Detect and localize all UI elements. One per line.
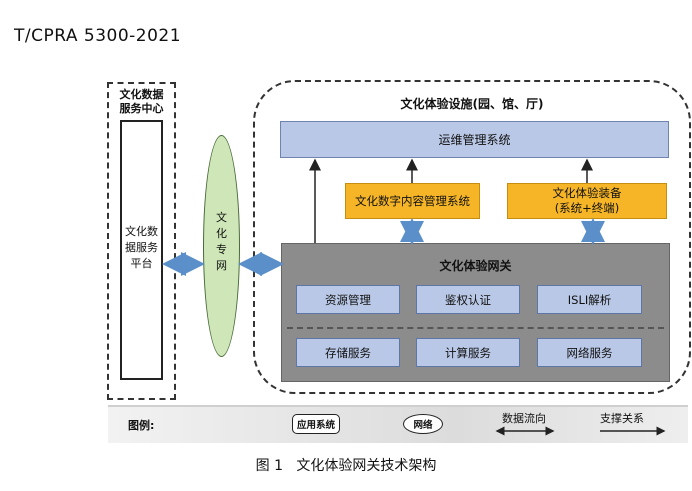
data-service-platform-box [120, 120, 163, 380]
isli-resolution-module: ISLI解析 [537, 285, 642, 314]
authentication-module: 鉴权认证 [416, 285, 520, 314]
standard-code: T/CPRA 5300-2021 [14, 26, 182, 46]
data-service-platform-label: 文化数 据服务 平台 [125, 225, 158, 270]
gateway-divider [287, 327, 664, 329]
network-service-module: 网络服务 [537, 338, 642, 367]
storage-service-module: 存储服务 [296, 338, 400, 367]
legend-label: 图例: [128, 419, 155, 432]
legend-app-system: 应用系统 [292, 414, 340, 434]
equipment-sublabel: (系统+终端) [554, 201, 620, 215]
figure-caption: 图 1 文化体验网关技术架构 [255, 458, 437, 474]
ops-management-system: 运维管理系统 [280, 121, 669, 158]
legend-data-flow-label: 数据流向 [502, 412, 546, 425]
culture-network-label: 文 化 专 网 [216, 211, 227, 272]
legend-support-label: 支撑关系 [600, 412, 644, 425]
facility-container [253, 80, 691, 394]
equipment-label: 文化体验装备 [552, 186, 622, 200]
data-service-center-title: 文化数据 服务中心 [119, 88, 164, 115]
facility-title: 文化体验设施(园、馆、厅) [400, 97, 544, 111]
legend-bar [108, 405, 688, 443]
legend-network: 网络 [403, 414, 443, 434]
resource-management-module: 资源管理 [296, 285, 400, 314]
content-management-system: 文化数字内容管理系统 [345, 183, 480, 219]
experience-equipment-box: 文化体验装备 (系统+终端) [507, 183, 667, 219]
experience-gateway-title: 文化体验网关 [439, 259, 512, 273]
compute-service-module: 计算服务 [416, 338, 520, 367]
culture-network-ellipse [203, 135, 240, 357]
data-service-center-box [107, 82, 176, 400]
